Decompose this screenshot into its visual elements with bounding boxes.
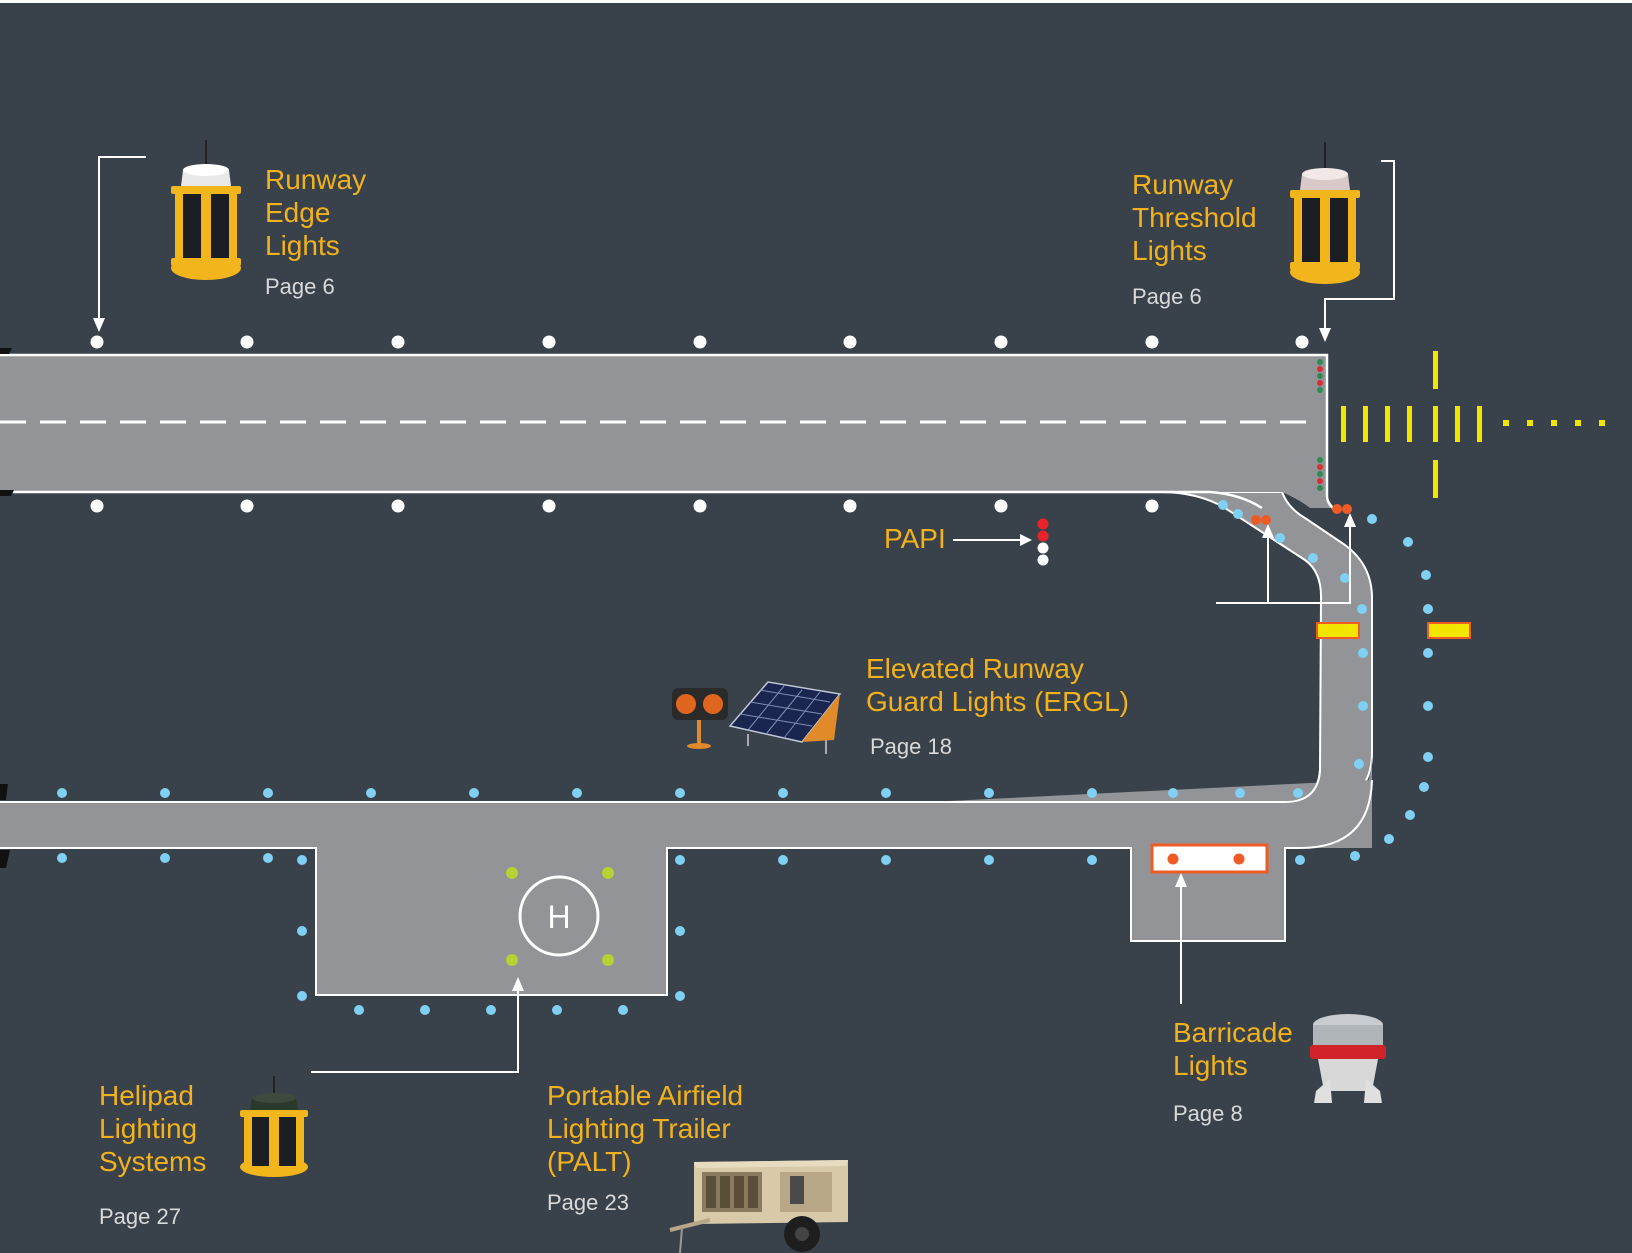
barricade-light-icon bbox=[1310, 1014, 1386, 1103]
papi-title: PAPI bbox=[884, 522, 946, 555]
runway-threshold-light-icon bbox=[1290, 142, 1360, 284]
runway-edge-light-icon bbox=[171, 140, 241, 280]
runway-threshold-title: Runway Threshold Lights bbox=[1132, 168, 1257, 267]
helipad-light-icon bbox=[240, 1076, 308, 1177]
hold-bars bbox=[1317, 623, 1470, 638]
taxiway bbox=[0, 492, 1372, 802]
barricade bbox=[1152, 845, 1267, 872]
approach-marking bbox=[1341, 351, 1605, 498]
ergl-title: Elevated Runway Guard Lights (ERGL) bbox=[866, 652, 1129, 718]
runway-edge-title: Runway Edge Lights bbox=[265, 163, 366, 262]
barricade-page[interactable]: Page 8 bbox=[1173, 1101, 1243, 1127]
taxiway-pavement bbox=[0, 482, 1372, 802]
helipad-title: Helipad Lighting Systems bbox=[99, 1079, 206, 1178]
palt-title: Portable Airfield Lighting Trailer (PALT… bbox=[547, 1079, 743, 1178]
ergl-page[interactable]: Page 18 bbox=[870, 734, 952, 760]
runway-threshold-page[interactable]: Page 6 bbox=[1132, 284, 1202, 310]
palt-page[interactable]: Page 23 bbox=[547, 1190, 629, 1216]
top-border bbox=[0, 0, 1632, 3]
barricade-title: Barricade Lights bbox=[1173, 1016, 1293, 1082]
papi-lights bbox=[1038, 519, 1049, 566]
helipad-page[interactable]: Page 27 bbox=[99, 1204, 181, 1230]
runway-edge-page[interactable]: Page 6 bbox=[265, 274, 335, 300]
helipad-marker: H bbox=[547, 899, 570, 935]
pavement bbox=[0, 355, 1372, 995]
ergl-unit-icon bbox=[672, 682, 840, 754]
runway bbox=[0, 355, 1335, 508]
